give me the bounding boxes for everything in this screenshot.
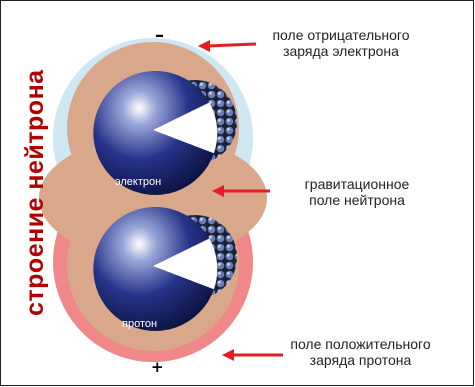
- positive-field-callout: поле положительного заряда протона: [273, 336, 448, 368]
- negative-field-callout: поле отрицательного заряда электрона: [256, 27, 426, 59]
- positive-field-line-2: заряда протона: [273, 352, 448, 368]
- gravity-field-callout: гравитационное поле нейтрона: [272, 176, 442, 208]
- negative-field-arrow: [208, 44, 256, 46]
- gravity-field-line-1: гравитационное: [272, 176, 442, 192]
- positive-field-line-1: поле положительного: [273, 336, 448, 352]
- negative-field-line-1: поле отрицательного: [256, 27, 426, 43]
- diagram-title: строение нейтрона: [21, 69, 50, 316]
- negative-field-line-2: заряда электрона: [256, 43, 426, 59]
- negative-sign: –: [155, 25, 164, 46]
- electron-label: электрон: [115, 176, 161, 188]
- gravity-field-line-2: поле нейтрона: [272, 192, 442, 208]
- positive-sign: +: [151, 358, 164, 376]
- positive-field-arrowhead: [222, 349, 234, 361]
- proton-label: протон: [122, 318, 157, 330]
